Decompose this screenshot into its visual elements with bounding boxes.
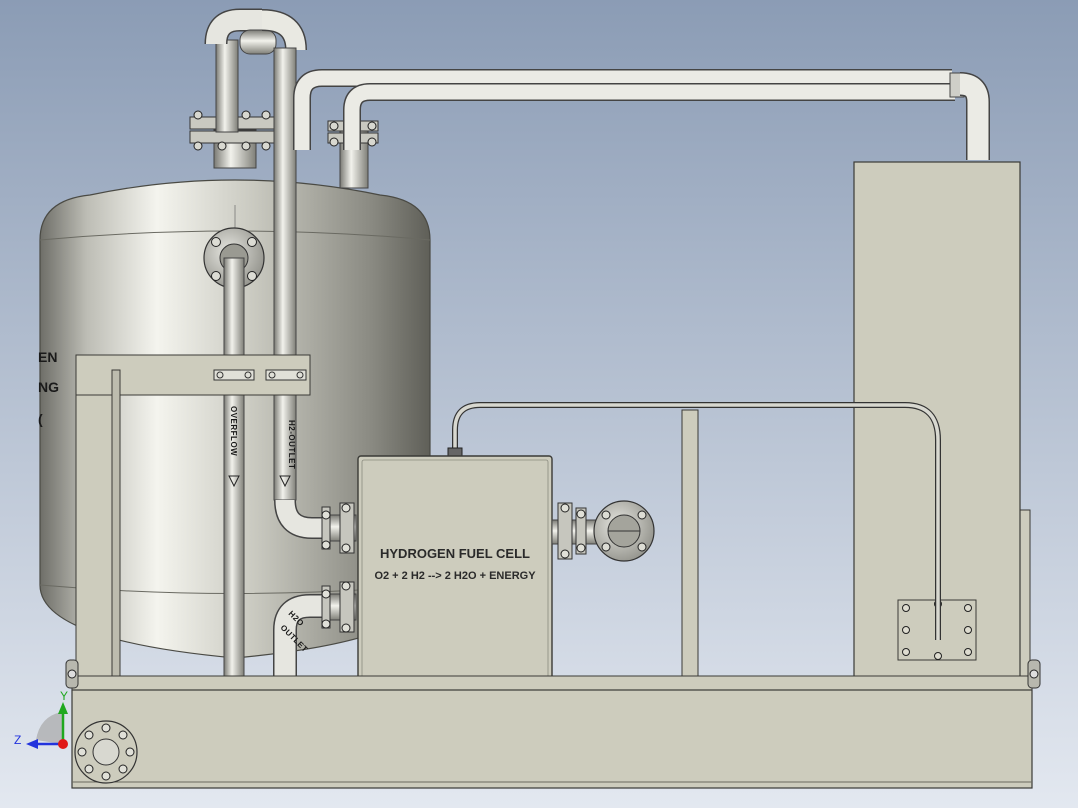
axis-triad: Y Z [14,689,68,749]
tank-text-3: ( [38,411,43,427]
fuel-cell-equation: O2 + 2 H2 --> 2 H2O + ENERGY [374,570,536,582]
axis-origin [58,739,68,749]
overflow-label: OVERFLOW [229,406,238,456]
h2-outlet-label: H2-OUTLET [287,420,296,469]
pipe-clamps [213,369,307,381]
z-axis-label: Z [14,733,21,747]
tank-text-2: NG [38,379,59,395]
fuel-cell-unit[interactable]: HYDROGEN FUEL CELL O2 + 2 H2 --> 2 H2O +… [321,455,655,687]
y-axis-label: Y [60,689,68,703]
signal-cable [447,402,941,640]
top-transfer-pipe[interactable] [293,69,990,160]
tank-text-1: EN [38,349,57,365]
fuel-cell-title: HYDROGEN FUEL CELL [380,546,530,561]
fuel-cell-inlet-flanges[interactable] [321,502,357,633]
tank-top-nozzle-left[interactable] [189,110,275,169]
fuel-cell-outlet-flange[interactable] [551,500,655,562]
vent-pipe-loop[interactable] [204,8,307,133]
h2o-outlet-pipe[interactable]: H2O OUTLET [273,594,330,676]
base-skid[interactable] [65,659,1041,789]
drain-flange[interactable] [74,720,138,784]
